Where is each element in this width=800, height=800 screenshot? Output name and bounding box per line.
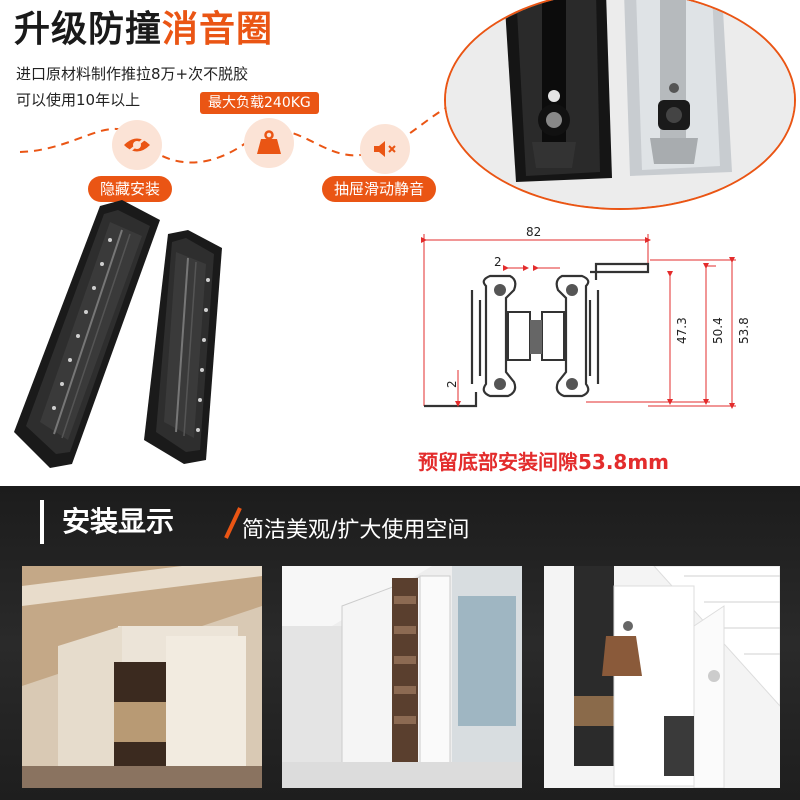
headline: 升级防撞消音圈: [14, 6, 273, 54]
under-stair-shoe-cabinet-photo: [282, 566, 522, 788]
mute-speaker-icon: [360, 124, 410, 174]
slide-rails-product-image: [14, 200, 222, 468]
install-gap-note: 预留底部安装间隙53.8mm: [418, 450, 670, 474]
dimension-gap-top-label: 2: [494, 255, 502, 269]
dimension-width-label: 82: [526, 225, 541, 239]
weight-icon: [244, 118, 294, 168]
rail-cross-section-diagram: 82 2 2 47.3 50.4 53.8: [421, 225, 751, 409]
load-badge: 最大负载240KG: [200, 92, 319, 114]
feature-hidden-install: 隐藏安装: [88, 176, 173, 202]
banner-accent-bar: [40, 500, 44, 544]
banner-title: 安装显示: [62, 505, 175, 538]
rail-closeup-photo: [444, 0, 796, 210]
under-stair-wardrobe-photo: [544, 566, 780, 788]
banner-slash-divider: [224, 507, 242, 539]
headline-part2: 消音圈: [162, 9, 274, 50]
under-stair-drawers-photo: [22, 566, 262, 788]
description-line2: 可以使用10年以上: [16, 91, 141, 109]
feature-silent-slide: 抽屉滑动静音: [322, 176, 437, 202]
dimension-height3-label: 53.8: [737, 317, 751, 344]
dimension-height2-label: 50.4: [711, 317, 725, 344]
hidden-eye-icon: [112, 120, 162, 170]
banner-subtitle: 简洁美观/扩大使用空间: [242, 518, 470, 543]
dimension-height1-label: 47.3: [675, 317, 689, 344]
headline-part1: 升级防撞: [14, 9, 163, 50]
description-line1: 进口原材料制作推拉8万+次不脱胶: [16, 65, 249, 83]
dimension-gap-bottom-label: 2: [445, 380, 459, 388]
